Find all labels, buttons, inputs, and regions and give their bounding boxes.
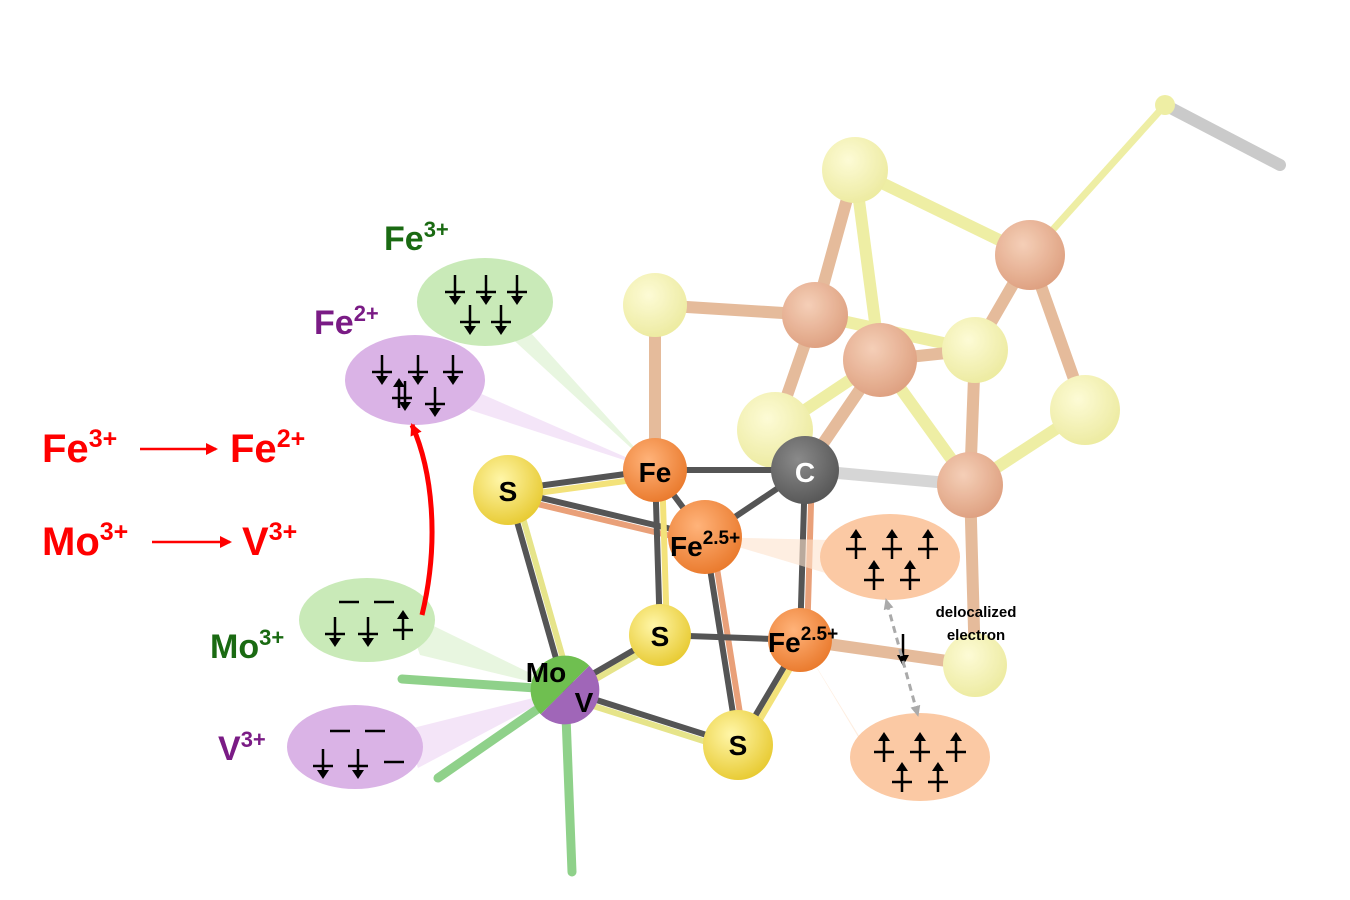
fe25-orbital-bubble-upper xyxy=(820,514,960,600)
label-fe2: Fe2+ xyxy=(314,301,379,342)
electron-down-spin xyxy=(507,275,527,305)
v3-orbital-bubble xyxy=(287,705,423,789)
electron-up-spin xyxy=(910,732,930,762)
svg-text:electron: electron xyxy=(947,627,1005,644)
svg-text:S: S xyxy=(729,730,748,761)
svg-text:Fe2+: Fe2+ xyxy=(230,425,305,471)
carbon-atom: C xyxy=(771,436,839,504)
electron-down-spin xyxy=(476,275,496,305)
core-bonds xyxy=(397,467,815,877)
delocalized-electron-note: delocalized electron xyxy=(936,604,1017,644)
electron-down-spin xyxy=(443,355,463,385)
electron-up-spin xyxy=(874,732,894,762)
iron-atom-mixed-valence-1: Fe2.5+ xyxy=(668,500,742,574)
electron-down-spin xyxy=(348,749,368,779)
electron-up-spin xyxy=(900,560,920,590)
core-atoms: S Fe C Fe2.5+ S Fe2.5+ S Mo xyxy=(473,436,839,780)
delocalization-arrow xyxy=(883,598,921,717)
electron-transfer-arrow xyxy=(409,423,435,616)
sulfur-atom: S xyxy=(629,604,691,666)
molybdenum-vanadium-atom: Mo V xyxy=(526,655,600,725)
svg-text:C: C xyxy=(795,457,815,488)
svg-text:Fe3+: Fe3+ xyxy=(42,425,117,471)
svg-text:V3+: V3+ xyxy=(242,518,297,564)
svg-text:S: S xyxy=(651,621,670,652)
electron-down-spin xyxy=(313,749,333,779)
electron-down-spin xyxy=(425,387,445,417)
electron-down-spin xyxy=(372,355,392,385)
projection-cones xyxy=(405,300,880,770)
electron-up-spin xyxy=(918,529,938,559)
svg-text:S: S xyxy=(499,476,518,507)
svg-text:V: V xyxy=(575,687,594,718)
svg-text:Fe: Fe xyxy=(639,457,672,488)
electron-up-spin xyxy=(393,610,413,640)
fe-reduction-equation: Fe3+ Fe2+ xyxy=(42,425,305,471)
svg-text:Fe2.5+: Fe2.5+ xyxy=(768,624,838,658)
electron-down-spin xyxy=(358,617,378,647)
electron-up-spin xyxy=(882,529,902,559)
sulfur-atom: S xyxy=(703,710,773,780)
mo-to-v-substitution-equation: Mo3+ V3+ xyxy=(42,518,297,564)
electron-down-spin xyxy=(408,355,428,385)
label-v3: V3+ xyxy=(218,727,266,768)
svg-text:Mo3+: Mo3+ xyxy=(42,518,128,564)
iron-atom-top: Fe xyxy=(623,438,687,502)
sulfur-atom: S xyxy=(473,455,543,525)
electron-down-spin xyxy=(460,305,480,335)
iron-atom-mixed-valence-2: Fe2.5+ xyxy=(768,608,838,672)
electron-down-spin xyxy=(445,275,465,305)
svg-text:Fe2.5+: Fe2.5+ xyxy=(670,528,740,562)
electron-down-spin xyxy=(325,617,345,647)
electron-up-spin xyxy=(946,732,966,762)
svg-text:delocalized: delocalized xyxy=(936,604,1017,621)
electron-up-spin xyxy=(864,560,884,590)
label-mo3: Mo3+ xyxy=(210,625,284,666)
svg-text:Mo: Mo xyxy=(526,657,566,688)
electron-up-spin xyxy=(892,762,912,792)
electron-up-spin xyxy=(928,762,948,792)
electron-updown-spin xyxy=(392,378,412,411)
label-fe3: Fe3+ xyxy=(384,217,449,258)
electron-up-spin xyxy=(846,529,866,559)
electron-down-spin xyxy=(491,305,511,335)
